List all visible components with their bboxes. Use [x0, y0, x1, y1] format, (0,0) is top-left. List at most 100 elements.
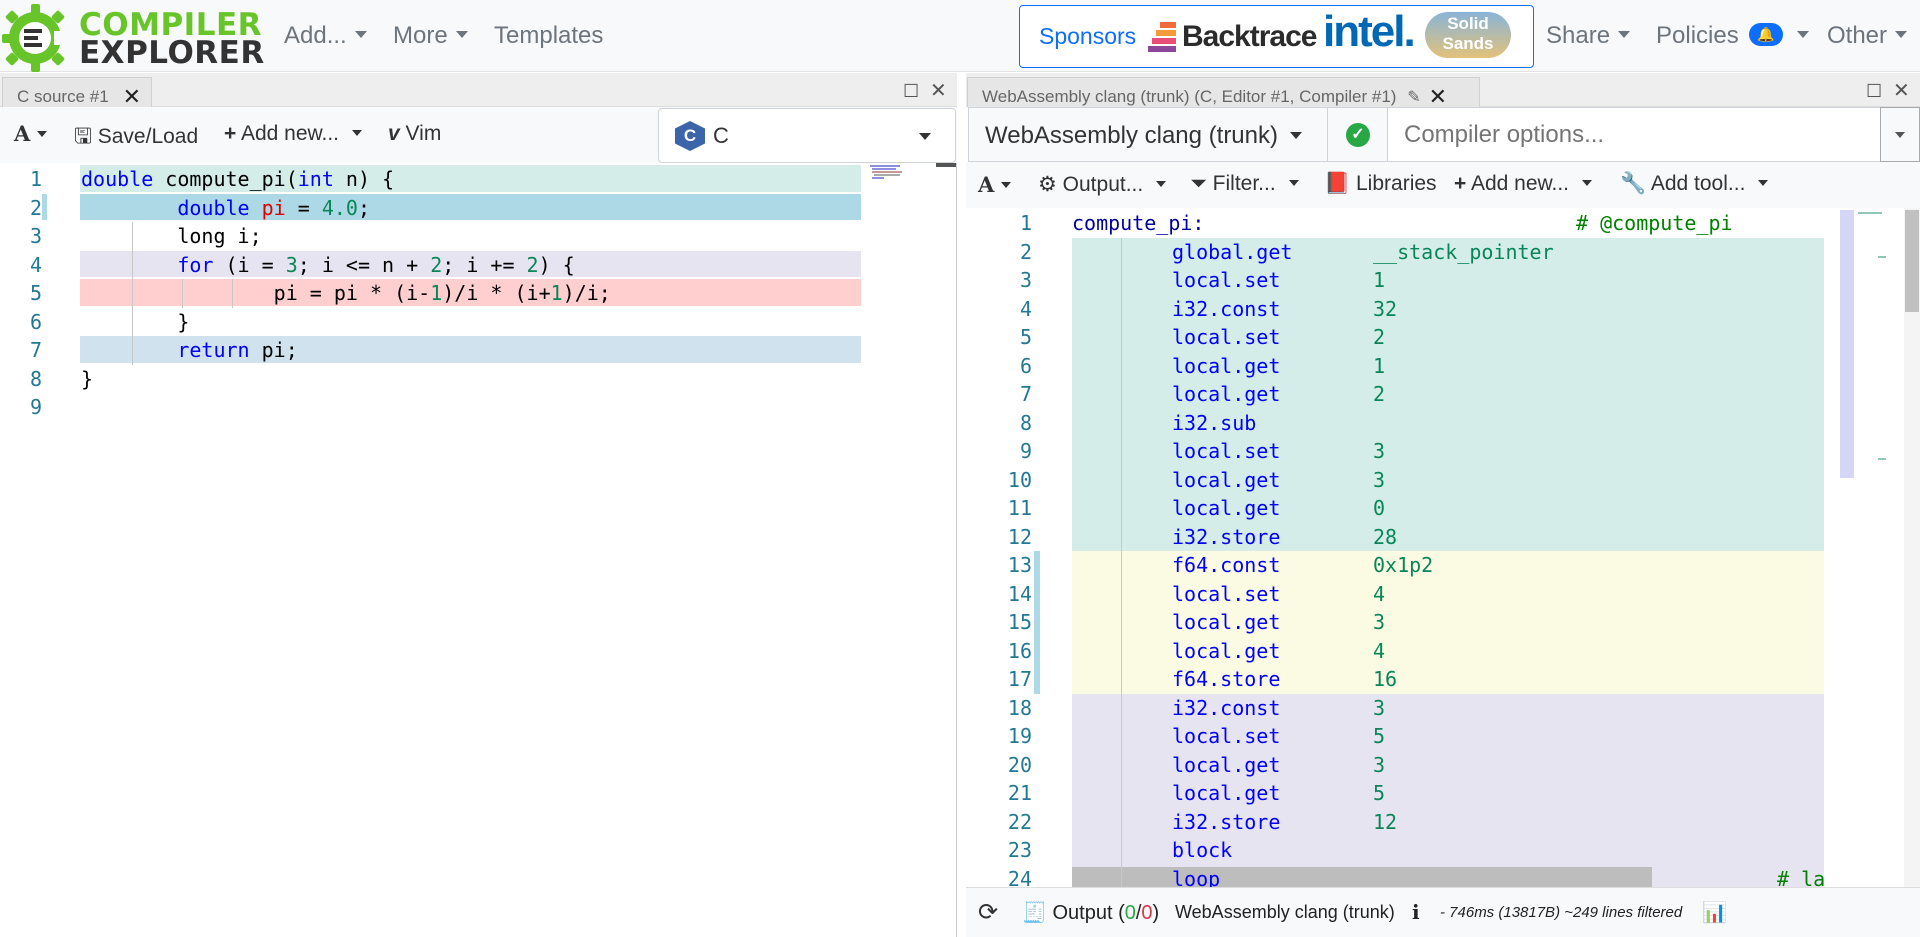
nav-share-menu[interactable]: Share	[1546, 22, 1630, 50]
close-icon[interactable]: ✕	[122, 84, 142, 109]
filter-button[interactable]: ⏷ Filter...	[1190, 172, 1299, 196]
chart-icon[interactable]: 📊	[1702, 902, 1727, 924]
sponsor-solid-sands[interactable]: Solid Sands	[1425, 12, 1511, 58]
asm-instruction[interactable]: local.set	[1172, 325, 1281, 349]
assembly-scrollbar-track[interactable]	[1904, 208, 1920, 887]
asm-line-number: 9	[1019, 439, 1032, 463]
maximize-icon[interactable]: ☐	[1866, 81, 1883, 101]
source-token: 2	[430, 252, 443, 277]
sponsor-intel[interactable]: intel.	[1323, 7, 1416, 56]
source-line[interactable]: double compute_pi(int n) {	[81, 165, 394, 193]
asm-instruction[interactable]: loop	[1172, 866, 1221, 888]
source-line[interactable]: return pi;	[81, 336, 297, 364]
asm-instruction[interactable]: f64.const	[1172, 553, 1281, 577]
close-pane-icon[interactable]: ✕	[930, 80, 947, 102]
asm-line-highlight	[1072, 750, 1824, 779]
nav-more-menu[interactable]: More	[393, 22, 468, 50]
compiler-select[interactable]: WebAssembly clang (trunk)	[968, 107, 1328, 162]
add-new-button[interactable]: + Add new...	[1454, 172, 1592, 196]
assembly-scrollbar-thumb[interactable]	[1905, 210, 1919, 312]
source-line[interactable]: }	[81, 365, 93, 393]
close-icon[interactable]: ✕	[1428, 84, 1448, 109]
add-new-button[interactable]: + Add new...	[224, 122, 362, 146]
compiler-explorer-logo[interactable]: COMPILER EXPLORER	[2, 1, 264, 72]
assembly-minimap[interactable]	[1838, 208, 1908, 887]
asm-instruction[interactable]: local.set	[1172, 439, 1281, 463]
asm-instruction[interactable]: local.get	[1172, 467, 1281, 492]
chevron-down-icon	[1290, 132, 1302, 139]
tab-c-source-label: C source #1	[17, 87, 109, 106]
options-dropdown-button[interactable]	[1880, 107, 1920, 162]
source-line[interactable]: for (i = 3; i <= n + 2; i += 2) {	[81, 251, 574, 279]
tab-c-source[interactable]: C source #1 ✕	[2, 77, 152, 109]
asm-line-highlight	[1072, 408, 1824, 437]
asm-instruction[interactable]: local.get	[1172, 610, 1281, 634]
asm-line-number: 6	[1019, 353, 1032, 378]
font-size-button[interactable]: A	[978, 172, 1011, 197]
source-line[interactable]: double pi = 4.0;	[81, 194, 370, 222]
source-token: long i;	[81, 224, 262, 248]
asm-line-number: 22	[1007, 809, 1032, 834]
tab-compiler[interactable]: WebAssembly clang (trunk) (C, Editor #1,…	[967, 77, 1480, 109]
source-line[interactable]: }	[81, 308, 189, 336]
add-tool-button[interactable]: 🔧 Add tool...	[1620, 172, 1768, 196]
save-load-button[interactable]: 🖫 Save/Load	[74, 122, 198, 157]
compiler-toolbar: A ⚙ Output... ⏷ Filter... 📕 Libraries + …	[966, 162, 1920, 208]
asm-instruction[interactable]: global.get	[1172, 239, 1293, 264]
asm-instruction[interactable]: local.get	[1172, 353, 1281, 378]
nav-add-menu[interactable]: Add...	[284, 22, 367, 50]
status-compiler-name: WebAssembly clang (trunk)	[1175, 902, 1395, 922]
source-token	[81, 196, 177, 220]
edit-pencil-icon[interactable]: ✎	[1407, 89, 1421, 106]
font-size-button[interactable]: A	[14, 121, 47, 146]
source-token: ;	[357, 195, 371, 220]
nav-templates[interactable]: Templates	[494, 22, 604, 49]
source-scrollbar[interactable]	[936, 163, 956, 167]
refresh-icon[interactable]: ⟳	[978, 899, 999, 926]
output-button[interactable]: 🧾 Output (0/0)	[1022, 900, 1159, 925]
asm-instruction[interactable]: local.set	[1172, 724, 1281, 748]
source-line[interactable]: long i;	[81, 222, 262, 250]
libraries-button[interactable]: 📕 Libraries	[1324, 172, 1437, 196]
asm-instruction[interactable]: i32.sub	[1172, 410, 1257, 435]
asm-instruction[interactable]: local.set	[1172, 581, 1281, 606]
nav-other-menu[interactable]: Other	[1827, 22, 1907, 50]
source-line-highlight	[80, 165, 861, 192]
asm-line-number: 19	[1007, 724, 1032, 748]
source-minimap[interactable]	[868, 163, 936, 223]
asm-instruction[interactable]: i32.store	[1172, 809, 1281, 834]
asm-instruction[interactable]: local.get	[1172, 781, 1281, 805]
vim-button[interactable]: v Vim	[388, 122, 441, 146]
maximize-icon[interactable]: ☐	[903, 81, 920, 101]
info-icon[interactable]: i	[1412, 900, 1420, 924]
asm-instruction[interactable]: local.get	[1172, 496, 1281, 520]
asm-instruction[interactable]: local.get	[1172, 752, 1281, 777]
bell-icon: 🔔	[1749, 23, 1783, 46]
asm-line-number: 24	[1007, 866, 1032, 888]
asm-label[interactable]: compute_pi:	[1072, 211, 1205, 235]
asm-instruction[interactable]: i32.const	[1172, 695, 1281, 720]
asm-operand: 0x1p2	[1373, 553, 1434, 577]
asm-instruction[interactable]: i32.const	[1172, 296, 1281, 321]
asm-instruction[interactable]: block	[1172, 838, 1233, 862]
compiler-picker-bar: WebAssembly clang (trunk) ✓	[966, 107, 1920, 162]
asm-instruction[interactable]: local.get	[1172, 638, 1281, 663]
compiler-options-input[interactable]	[1387, 107, 1888, 162]
output-options-button[interactable]: ⚙ Output...	[1038, 172, 1166, 197]
asm-instruction[interactable]: local.get	[1172, 382, 1281, 406]
asm-instruction[interactable]: i32.store	[1172, 524, 1281, 549]
compile-status[interactable]: ✓	[1327, 107, 1388, 162]
nav-policies-menu[interactable]: Policies 🔔	[1656, 22, 1809, 50]
language-select[interactable]: C C	[658, 108, 956, 163]
asm-instruction[interactable]: local.set	[1172, 268, 1281, 292]
asm-instruction[interactable]: f64.store	[1172, 667, 1281, 691]
close-pane-icon[interactable]: ✕	[1893, 80, 1910, 102]
sponsor-backtrace[interactable]: Backtrace	[1182, 20, 1317, 53]
source-token: return	[177, 338, 250, 362]
source-line[interactable]: pi = pi * (i-1)/i * (i+1)/i;	[81, 279, 611, 307]
chevron-down-icon	[919, 133, 931, 140]
